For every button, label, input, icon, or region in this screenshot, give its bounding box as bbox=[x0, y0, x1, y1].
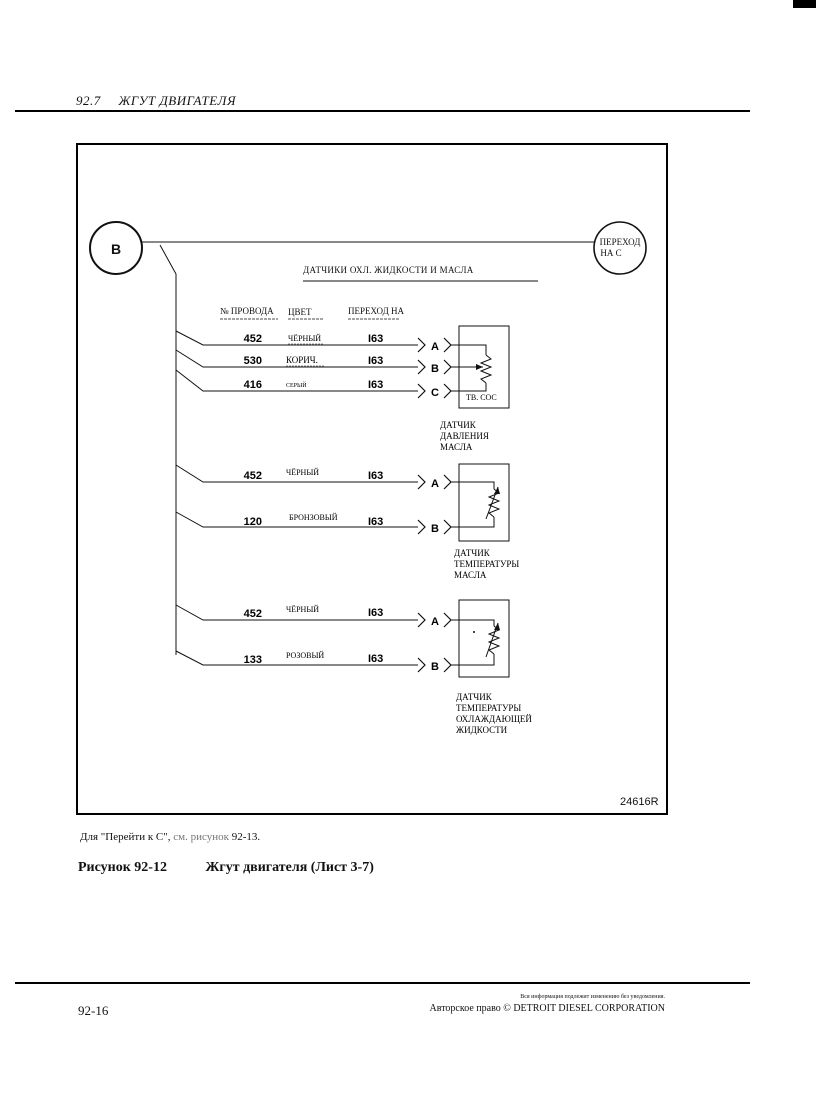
header-rule bbox=[15, 110, 750, 112]
figure-caption: Рисунок 92-12 Жгут двигателя (Лист 3-7) bbox=[78, 860, 374, 876]
wire-number: 530 bbox=[244, 355, 262, 367]
goto-c-circle bbox=[593, 221, 647, 275]
wire-color: ЧЁРНЫЙ bbox=[286, 468, 319, 477]
sensor-label-line: МАСЛА bbox=[440, 442, 473, 452]
pin-label: B bbox=[431, 523, 439, 535]
column-color-header: ЦВЕТ bbox=[288, 307, 312, 317]
notice-text: Вся информация подлежит изменению без ув… bbox=[520, 994, 665, 1000]
sensor-label-line: МАСЛА bbox=[454, 570, 487, 580]
wire-goto: I63 bbox=[368, 379, 383, 391]
caption-note-start: Для "Перейти к C", bbox=[80, 831, 171, 843]
harness-trunk bbox=[159, 244, 177, 655]
wire-goto: I63 bbox=[368, 653, 383, 665]
wire-number: 452 bbox=[244, 470, 262, 482]
wire-goto: I63 bbox=[368, 470, 383, 482]
pin-label: A bbox=[431, 341, 439, 353]
pin-label: B bbox=[431, 661, 439, 673]
sensor-label-line: ДАТЧИК bbox=[440, 420, 477, 430]
wire-number: 120 bbox=[244, 516, 262, 528]
caption-note: Для "Перейти к C", см. рисунок 92-13. bbox=[80, 831, 260, 843]
group-oil-temperature: 452 ЧЁРНЫЙ I63 120 БРОНЗОВЫЙ I63 A B ДАТ… bbox=[175, 463, 519, 580]
connector-b-circle bbox=[89, 221, 143, 275]
wire-color: ЧЁРНЫЙ bbox=[288, 334, 321, 343]
sensor-label-line: ДАТЧИК bbox=[456, 692, 493, 702]
pin-label: B bbox=[431, 363, 439, 375]
sensor-label-line: ТЕМПЕРАТУРЫ bbox=[456, 703, 521, 713]
goto-c-label-line2: НА C bbox=[600, 248, 621, 258]
goto-c-label-line1: ПЕРЕХОД bbox=[600, 237, 641, 247]
wire-color: БРОНЗОВЫЙ bbox=[289, 513, 338, 522]
page-header: 92.7 ЖГУТ ДВИГАТЕЛЯ bbox=[76, 93, 236, 109]
wire-color: РОЗОВЫЙ bbox=[286, 651, 324, 660]
diagram-heading: ДАТЧИКИ ОХЛ. ЖИДКОСТИ И МАСЛА bbox=[303, 265, 474, 275]
sensor-label-line: ЖИДКОСТИ bbox=[456, 725, 508, 735]
sensor-box-note: ТВ. СОС bbox=[466, 393, 497, 402]
wire-color: КОРИЧ. bbox=[286, 355, 318, 365]
wire-goto: I63 bbox=[368, 607, 383, 619]
column-goto-header: ПЕРЕХОД НА bbox=[348, 306, 404, 316]
figure-number: Рисунок 92-12 bbox=[78, 860, 167, 875]
pin-label: A bbox=[431, 478, 439, 490]
wiring-diagram: B ПЕРЕХОД НА C ДАТЧИКИ ОХЛ. ЖИДКОСТИ И М… bbox=[76, 143, 668, 815]
section-number: 92.7 bbox=[76, 93, 101, 108]
wire-goto: I63 bbox=[368, 516, 383, 528]
figure-title: Жгут двигателя (Лист 3-7) bbox=[205, 860, 374, 875]
connector-b-label: B bbox=[111, 241, 121, 257]
copyright-text: Авторское право © DETROIT DIESEL CORPORA… bbox=[429, 1003, 666, 1014]
wire-number: 416 bbox=[244, 379, 262, 391]
pin-label: A bbox=[431, 616, 439, 628]
sensor-label-line: ДАВЛЕНИЯ bbox=[440, 431, 489, 441]
page-number: 92-16 bbox=[78, 1003, 109, 1018]
wire-number: 452 bbox=[244, 333, 262, 345]
column-wire-header: № ПРОВОДА bbox=[220, 306, 274, 316]
drawing-number: 24616R bbox=[620, 796, 659, 808]
wire-color: ЧЁРНЫЙ bbox=[286, 605, 319, 614]
wire-goto: I63 bbox=[368, 355, 383, 367]
sensor-box bbox=[458, 463, 510, 542]
sensor-box bbox=[458, 599, 510, 678]
wiring-diagram-svg: B ПЕРЕХОД НА C ДАТЧИКИ ОХЛ. ЖИДКОСТИ И М… bbox=[89, 221, 659, 808]
footer-rule bbox=[15, 982, 750, 984]
wire-goto: I63 bbox=[368, 333, 383, 345]
sensor-label-line: ДАТЧИК bbox=[454, 548, 491, 558]
wire-number: 133 bbox=[244, 654, 262, 666]
scan-corner-mark bbox=[793, 0, 816, 8]
section-title: ЖГУТ ДВИГАТЕЛЯ bbox=[118, 93, 237, 108]
wire-color: СЕРЫЙ bbox=[286, 381, 307, 389]
group-oil-pressure: 452 ЧЁРНЫЙ I63 530 КОРИЧ. I63 416 СЕРЫЙ … bbox=[175, 325, 510, 452]
sensor-label-line: ТЕМПЕРАТУРЫ bbox=[454, 559, 519, 569]
caption-note-end: 92-13. bbox=[228, 831, 261, 843]
pin-label: C bbox=[431, 387, 439, 399]
caption-note-faint: см. рисунок bbox=[170, 831, 229, 843]
group-coolant-temperature: 452 ЧЁРНЫЙ I63 133 РОЗОВЫЙ I63 A B ДАТЧИ… bbox=[175, 599, 532, 735]
sensor-label-line: ОХЛАЖДАЮЩЕЙ bbox=[456, 714, 532, 724]
wire-number: 452 bbox=[244, 608, 262, 620]
